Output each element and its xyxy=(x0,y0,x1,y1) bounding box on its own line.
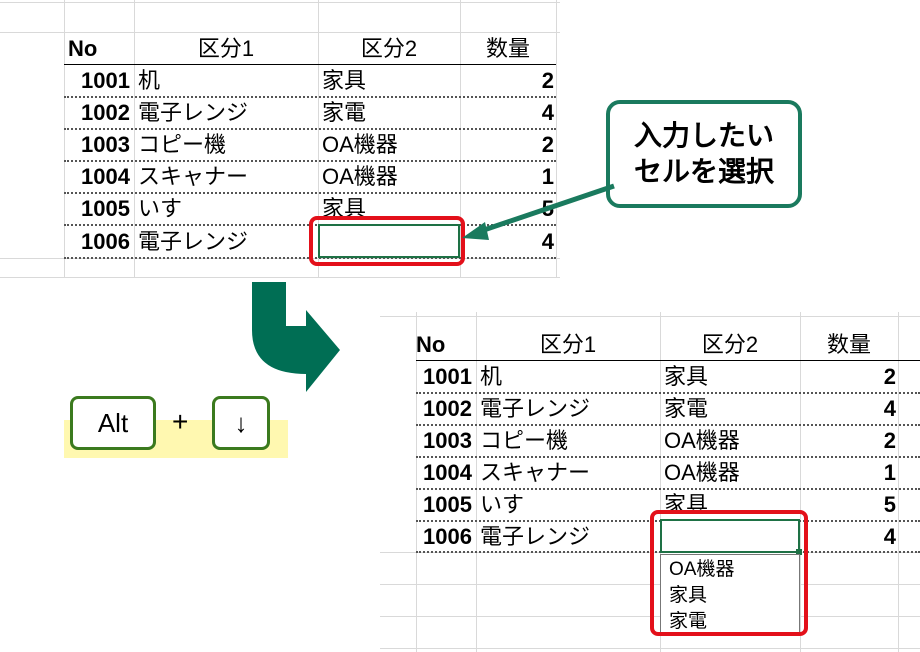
cell-cat2[interactable]: OA機器 xyxy=(664,460,740,485)
cell-qty[interactable]: 2 xyxy=(883,428,896,453)
cell-cat2[interactable]: 家電 xyxy=(664,396,709,421)
header-no: No xyxy=(68,36,98,61)
cell-cat2[interactable]: 家具 xyxy=(322,196,367,221)
spreadsheet-after: No 区分1 区分2 数量 1001 机 家具 2 1002 電子レンジ 家電 … xyxy=(380,312,920,652)
plus-sign: + xyxy=(172,406,189,437)
cell-no[interactable]: 1006 xyxy=(423,524,472,549)
cell-cat1[interactable]: コピー機 xyxy=(480,428,569,453)
cell-cat1[interactable]: コピー機 xyxy=(138,132,227,157)
cell-qty[interactable]: 2 xyxy=(883,364,896,389)
highlight-box-selected-cell xyxy=(309,216,465,266)
cell-no[interactable]: 1003 xyxy=(81,132,130,157)
cell-no[interactable]: 1002 xyxy=(423,396,472,421)
cell-qty[interactable]: 2 xyxy=(541,68,554,93)
flow-arrow-icon xyxy=(252,282,340,392)
cell-no[interactable]: 1006 xyxy=(81,229,130,254)
cell-no[interactable]: 1002 xyxy=(81,100,130,125)
header-cat2: 区分2 xyxy=(701,332,759,357)
cell-no[interactable]: 1004 xyxy=(423,460,472,485)
header-no: No xyxy=(416,332,446,357)
cell-cat2[interactable]: OA機器 xyxy=(322,164,398,189)
header-cat1: 区分1 xyxy=(197,36,255,61)
cell-qty[interactable]: 4 xyxy=(541,229,554,254)
cell-qty[interactable]: 5 xyxy=(883,492,896,517)
cell-no[interactable]: 1005 xyxy=(423,492,472,517)
cell-qty[interactable]: 4 xyxy=(883,396,896,421)
cell-cat1[interactable]: 電子レンジ xyxy=(138,229,249,254)
cell-cat1[interactable]: スキャナー xyxy=(138,164,249,189)
cell-no[interactable]: 1004 xyxy=(81,164,130,189)
cell-cat1[interactable]: 電子レンジ xyxy=(138,100,249,125)
header-qty: 数量 xyxy=(485,36,530,61)
header-qty: 数量 xyxy=(826,332,871,357)
highlight-box-dropdown xyxy=(650,510,808,636)
cell-cat1[interactable]: スキャナー xyxy=(480,460,591,485)
callout-select-cell: 入力したい セルを選択 xyxy=(606,100,802,208)
spreadsheet-before: No 区分1 区分2 数量 1001 机 家具 2 1002 電子レンジ 家電 … xyxy=(0,0,560,278)
cell-cat2[interactable]: OA機器 xyxy=(664,428,740,453)
alt-key: Alt xyxy=(70,396,156,450)
down-arrow-key: ↓ xyxy=(212,396,270,450)
header-cat2: 区分2 xyxy=(360,36,418,61)
cell-cat2[interactable]: OA機器 xyxy=(322,132,398,157)
cell-cat1[interactable]: 電子レンジ xyxy=(480,524,591,549)
callout-line1: 入力したい xyxy=(633,120,774,151)
cell-cat1[interactable]: いす xyxy=(480,492,525,517)
dropdown-option[interactable]: OA機器 xyxy=(669,559,735,580)
cell-cat1[interactable]: いす xyxy=(138,196,183,221)
cell-cat2[interactable]: 家具 xyxy=(664,364,709,389)
dropdown-option[interactable]: 家具 xyxy=(669,585,708,606)
cell-qty[interactable]: 4 xyxy=(883,524,896,549)
cell-qty[interactable]: 1 xyxy=(541,164,554,189)
dropdown-option[interactable]: 家電 xyxy=(669,611,708,632)
cell-no[interactable]: 1005 xyxy=(81,196,130,221)
header-cat1: 区分1 xyxy=(539,332,597,357)
cell-no[interactable]: 1001 xyxy=(81,68,130,93)
cell-cat1[interactable]: 机 xyxy=(480,364,503,389)
cell-qty[interactable]: 1 xyxy=(883,460,896,485)
cell-qty[interactable]: 2 xyxy=(541,132,554,157)
cell-no[interactable]: 1003 xyxy=(423,428,472,453)
cell-cat2[interactable]: 家電 xyxy=(322,100,367,125)
selected-cell[interactable] xyxy=(660,519,800,553)
fill-handle[interactable] xyxy=(796,549,802,555)
cell-qty[interactable]: 5 xyxy=(541,196,554,221)
cell-cat1[interactable]: 電子レンジ xyxy=(480,396,591,421)
cell-no[interactable]: 1001 xyxy=(423,364,472,389)
cell-qty[interactable]: 4 xyxy=(541,100,554,125)
cell-cat2[interactable]: 家具 xyxy=(322,68,367,93)
callout-line2: セルを選択 xyxy=(633,156,774,187)
cell-cat1[interactable]: 机 xyxy=(138,68,161,93)
selected-cell[interactable] xyxy=(318,224,460,258)
